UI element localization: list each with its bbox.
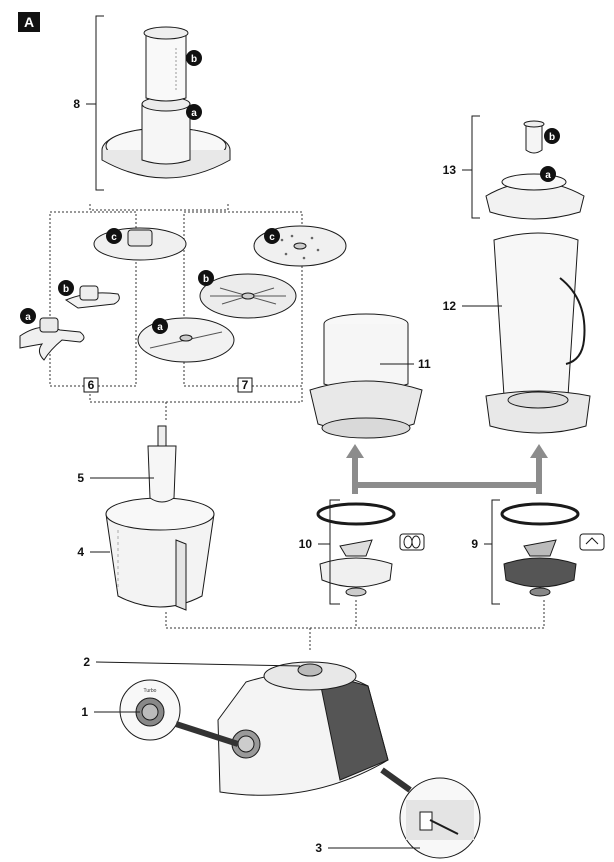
coffee-beans-icon bbox=[399, 533, 425, 551]
badge-b-grating-disc: b bbox=[198, 270, 214, 286]
callout-4: 4 bbox=[77, 545, 84, 559]
base-dotted-links bbox=[165, 600, 545, 650]
callout-2: 2 bbox=[83, 655, 90, 669]
dial-label: Turbo bbox=[144, 688, 157, 694]
svg-text:a: a bbox=[545, 170, 551, 181]
callout-11: 11 bbox=[418, 357, 431, 371]
group-7-box: 7 bbox=[237, 377, 253, 393]
emulsifying-disc bbox=[64, 285, 120, 309]
badge-a-cutting-disc: a bbox=[152, 318, 168, 334]
mini-mixer-jar bbox=[309, 313, 423, 439]
badge-a-kneader: a bbox=[20, 308, 36, 324]
kneading-tool bbox=[19, 317, 85, 361]
callout-3: 3 bbox=[315, 841, 322, 855]
callout-12: 12 bbox=[443, 299, 457, 313]
badge-b-pusher: b bbox=[186, 50, 202, 66]
svg-text:a: a bbox=[191, 108, 197, 119]
svg-text:b: b bbox=[191, 54, 197, 65]
svg-text:a: a bbox=[157, 322, 163, 333]
callout-9: 9 bbox=[471, 537, 478, 551]
callout-lines bbox=[86, 103, 502, 849]
badge-b-emulsifier: b bbox=[58, 280, 74, 296]
svg-text:a: a bbox=[25, 312, 31, 323]
section-letter: A bbox=[24, 14, 34, 30]
svg-text:c: c bbox=[111, 232, 117, 243]
dial-zoom-circle: Turbo bbox=[119, 679, 239, 747]
grating-disc-b bbox=[199, 273, 297, 319]
connector-arrows bbox=[346, 444, 548, 494]
sub-badges: b a c b a a b c b a bbox=[20, 50, 560, 334]
blender-blade-unit bbox=[491, 499, 580, 605]
badge-a-feedtube: a bbox=[186, 104, 202, 120]
badge-c-dough-disc: c bbox=[106, 228, 122, 244]
section-badge: A bbox=[18, 12, 40, 32]
badge-c-shredding-disc: c bbox=[264, 228, 280, 244]
svg-text:6: 6 bbox=[88, 378, 95, 392]
pusher-and-lid bbox=[86, 15, 231, 191]
svg-text:c: c bbox=[269, 232, 275, 243]
callout-labels: 8 13 12 11 5 4 10 9 2 1 3 bbox=[73, 97, 478, 855]
base-unit bbox=[217, 661, 389, 796]
badge-b-lid-cup: b bbox=[544, 128, 560, 144]
callout-10: 10 bbox=[299, 537, 313, 551]
svg-text:7: 7 bbox=[242, 378, 249, 392]
blades-icon bbox=[579, 533, 605, 551]
grinder-blade-unit bbox=[316, 499, 396, 605]
cable-clip-zoom bbox=[380, 767, 481, 859]
callout-13: 13 bbox=[443, 163, 457, 177]
callout-5: 5 bbox=[77, 471, 84, 485]
blender-lid-and-cup bbox=[462, 115, 585, 220]
bowl-and-drive-shaft bbox=[105, 425, 215, 611]
callout-8: 8 bbox=[73, 97, 80, 111]
group-6-box: 6 bbox=[83, 377, 99, 393]
svg-text:b: b bbox=[549, 132, 555, 143]
callout-1: 1 bbox=[81, 705, 88, 719]
blender-jug bbox=[485, 232, 591, 434]
svg-text:b: b bbox=[63, 284, 69, 295]
svg-text:b: b bbox=[203, 274, 209, 285]
badge-a-blender-lid: a bbox=[540, 166, 556, 182]
